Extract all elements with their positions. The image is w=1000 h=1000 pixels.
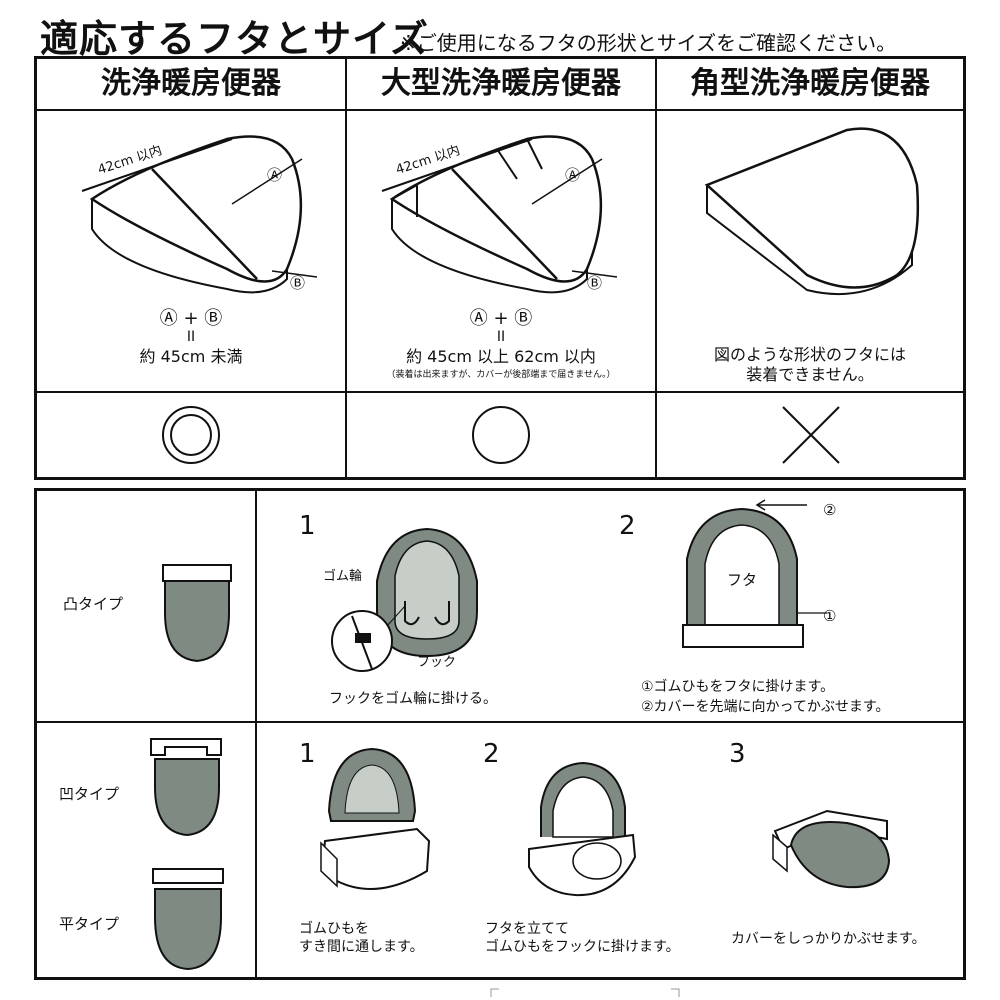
concave-step2-number: 2 [483,739,500,769]
convex-step1-number: 1 [299,511,316,541]
concave-step1-diagram [320,747,431,890]
rubber-ring-label: ゴム輪 [323,569,363,584]
convex-step2-diagram [682,499,827,648]
page-title: 適応するフタとサイズ [40,17,429,61]
crop-mark-right [671,988,680,997]
step2-marker-1: ① [823,607,837,625]
page-subtitle: ※ご使用になるフタの形状とサイズをご確認ください。 [400,31,897,55]
square-lid-diagram [704,127,920,296]
hook-label: フック [417,655,457,670]
flat-lid-icon [152,868,224,971]
concave-step1-text2: すき間に通します。 [299,939,424,955]
large-size-note: （装着は出来ますが、カバーが後部端まで届きません。） [386,370,616,380]
square-caption-line2: 装着できません。 [746,365,874,384]
standard-lid-diagram [81,135,318,294]
circle-icon [472,406,530,464]
concave-step1-text1: ゴムひもを [299,921,369,937]
concave-step2-diagram [528,761,637,897]
concave-step2-text1: フタを立てて [485,921,569,937]
standard-marker-a: Ⓐ [267,166,283,184]
concave-step3-number: 3 [729,739,746,769]
convex-step2-text2: ②カバーを先端に向かってかぶせます。 [641,699,890,715]
concave-step3-text: カバーをしっかりかぶせます。 [731,931,926,947]
large-equals: II [496,329,506,345]
concave-type-label: 凹タイプ [59,785,120,803]
large-formula: Ⓐ + Ⓑ [469,308,533,329]
square-caption-line1: 図のような形状のフタには [713,345,906,364]
large-lid-diagram [381,135,618,294]
large-size-text: 約 45cm 以上 62cm 以内 [406,347,596,366]
standard-formula: Ⓐ + Ⓑ [159,308,223,329]
col-heading-square: 角型洗浄暖房便器 [690,66,930,101]
convex-lid-icon [162,564,232,663]
double-circle-icon [162,406,220,464]
convex-type-label: 凸タイプ [63,595,124,613]
convex-step1-text: フックをゴム輪に掛ける。 [329,691,497,707]
convex-step2-text1: ①ゴムひもをフタに掛けます。 [641,679,835,695]
cross-icon [782,406,840,464]
large-marker-b: Ⓑ [587,274,603,292]
crop-mark-left [490,988,499,997]
size-table: 洗浄暖房便器 大型洗浄暖房便器 角型洗浄暖房便器 42cm 以内 Ⓐ Ⓑ Ⓐ +… [34,56,966,480]
standard-size-text: 約 45cm 未満 [139,347,243,366]
standard-equals: II [186,329,196,345]
concave-step2-text2: ゴムひもをフックに掛けます。 [485,939,680,955]
lid-label: フタ [727,571,758,589]
col-heading-large: 大型洗浄暖房便器 [381,66,621,101]
flat-type-label: 平タイプ [59,915,120,933]
convex-step2-number: 2 [619,511,636,541]
concave-lid-icon [150,738,222,837]
concave-step3-diagram [772,809,891,889]
large-marker-a: Ⓐ [565,166,581,184]
col-heading-standard: 洗浄暖房便器 [101,66,281,101]
step2-marker-2: ② [823,501,837,519]
install-table: 凸タイプ 凹タイプ 平タイプ 1 ゴム輪 フック フックをゴム輪に掛ける。 2 … [34,488,966,980]
concave-step1-number: 1 [299,739,316,769]
convex-step1-diagram [331,527,478,672]
standard-marker-b: Ⓑ [290,274,306,292]
